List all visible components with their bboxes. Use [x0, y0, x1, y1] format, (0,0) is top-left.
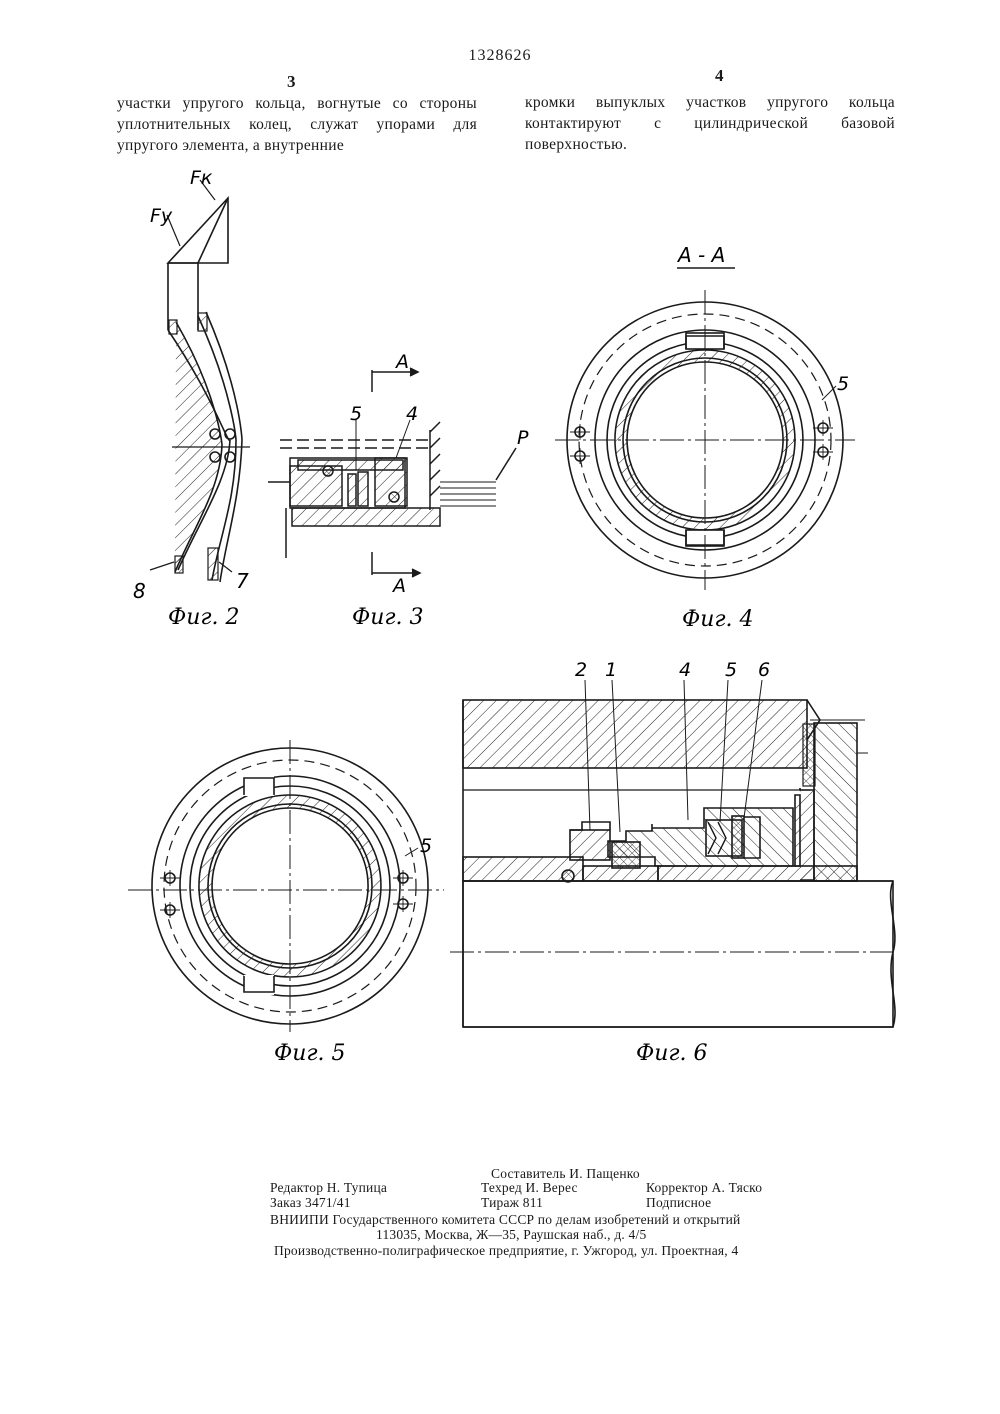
fig3-section-a-top: A — [394, 351, 409, 373]
fig3-caption: Фиг. 3 — [352, 605, 424, 630]
figure-6 — [450, 680, 895, 1027]
fig2-label-fk: Fк — [190, 167, 213, 189]
fig3-section-a-bottom: A — [391, 575, 406, 597]
fig6-label-2: 2 — [575, 659, 587, 681]
colophon-corrector: Корректор А. Тяско — [646, 1180, 762, 1196]
colophon-circulation: Тираж 811 — [481, 1195, 543, 1211]
fig4-caption: Фиг. 4 — [682, 607, 754, 632]
fig6-label-4: 4 — [679, 659, 691, 681]
colophon-order: Заказ 3471/41 — [270, 1195, 351, 1211]
figure-5 — [128, 740, 444, 1032]
fig2-caption: Фиг. 2 — [168, 605, 240, 630]
fig4-label-5: 5 — [837, 373, 849, 395]
fig2-label-8: 8 — [133, 579, 146, 603]
fig6-label-1: 1 — [605, 659, 617, 681]
figure-4 — [555, 268, 855, 590]
fig3-label-p: P — [517, 427, 529, 449]
colophon-subscription: Подписное — [646, 1195, 711, 1211]
colophon-techred: Техред И. Верес — [481, 1180, 578, 1196]
figure-2 — [150, 180, 250, 582]
colophon-printer: Производственно-полиграфическое предприя… — [274, 1243, 738, 1259]
fig5-label-5: 5 — [420, 835, 432, 857]
fig5-caption: Фиг. 5 — [274, 1041, 346, 1066]
fig6-label-5: 5 — [725, 659, 737, 681]
fig2-label-7: 7 — [236, 569, 249, 593]
colophon-org-line1: ВНИИПИ Государственного комитета СССР по… — [270, 1212, 740, 1228]
fig3-label-4: 4 — [406, 403, 418, 425]
fig6-caption: Фиг. 6 — [636, 1041, 708, 1066]
fig2-label-fy: Fу — [150, 205, 173, 227]
fig6-label-6: 6 — [758, 659, 770, 681]
colophon-editor: Редактор Н. Тупица — [270, 1180, 387, 1196]
figure-3 — [268, 368, 516, 577]
colophon-org-line2: 113035, Москва, Ж—35, Раушская наб., д. … — [376, 1227, 646, 1243]
fig4-section-title: А - А — [676, 243, 725, 267]
fig3-label-5: 5 — [350, 403, 362, 425]
